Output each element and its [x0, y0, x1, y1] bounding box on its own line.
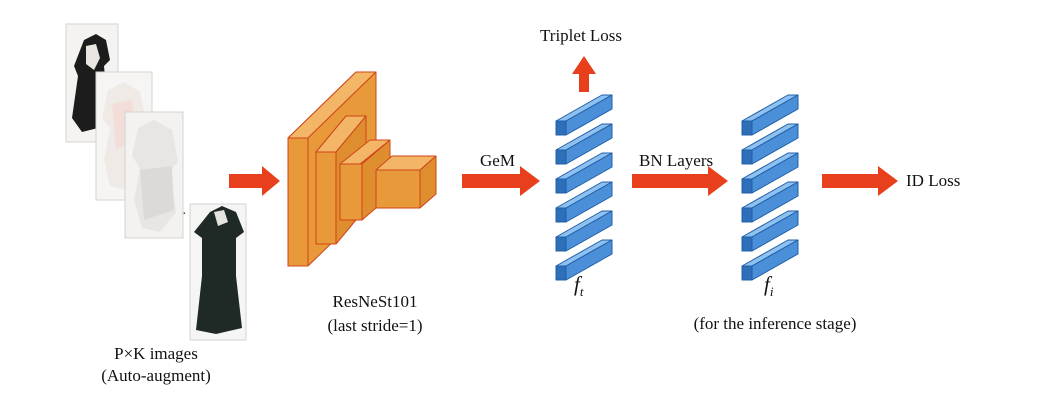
- input-image-4: [189, 203, 247, 341]
- bn-layers-label: BN Layers: [639, 151, 714, 170]
- feature-fi-bar: [741, 94, 799, 136]
- feature-fi-bar: [741, 152, 799, 194]
- feature-fi-bar: [741, 181, 799, 223]
- input-augment-label: (Auto-augment): [101, 366, 211, 385]
- inference-note: (for the inference stage): [693, 314, 857, 333]
- ft-letter: f: [574, 272, 580, 296]
- fi-letter: f: [764, 272, 770, 296]
- feature-fi-bar: [741, 210, 799, 252]
- arrow-triplet-loss: [572, 56, 596, 92]
- backbone-sublabel: (last stride=1): [327, 316, 423, 335]
- input-images-label: P×K images: [114, 344, 198, 363]
- feature-ft-bar: [555, 123, 613, 165]
- backbone-label: ResNeSt101: [332, 292, 418, 311]
- arrow-bn-layers: [632, 166, 728, 196]
- feature-stack-fi: [741, 94, 799, 281]
- feature-ft-bar: [555, 181, 613, 223]
- id-loss-label: ID Loss: [906, 171, 961, 190]
- feature-ft-bar: [555, 210, 613, 252]
- backbone-block-4: [375, 155, 437, 209]
- input-image-3: [124, 111, 184, 239]
- feature-ft-bar: [555, 239, 613, 281]
- ft-subscript: t: [579, 284, 584, 300]
- arrow-to-backbone: [229, 166, 280, 196]
- feature-stack-ft: [555, 94, 613, 281]
- triplet-loss-label: Triplet Loss: [540, 26, 623, 45]
- feature-fi-bar: [741, 123, 799, 165]
- feature-ft-bar: [555, 94, 613, 136]
- backbone-block-2: [315, 115, 367, 245]
- feature-ft-bar: [555, 152, 613, 194]
- ft-symbol: ft: [574, 274, 583, 302]
- input-image-stack: · · ·: [65, 23, 247, 341]
- backbone-blocks: [287, 71, 437, 267]
- arrow-gem: [462, 166, 540, 196]
- arrow-id-loss: [822, 166, 898, 196]
- gem-label: GeM: [480, 151, 515, 170]
- fi-subscript: i: [769, 284, 774, 300]
- fi-symbol: fi: [764, 274, 773, 302]
- feature-fi-bar: [741, 239, 799, 281]
